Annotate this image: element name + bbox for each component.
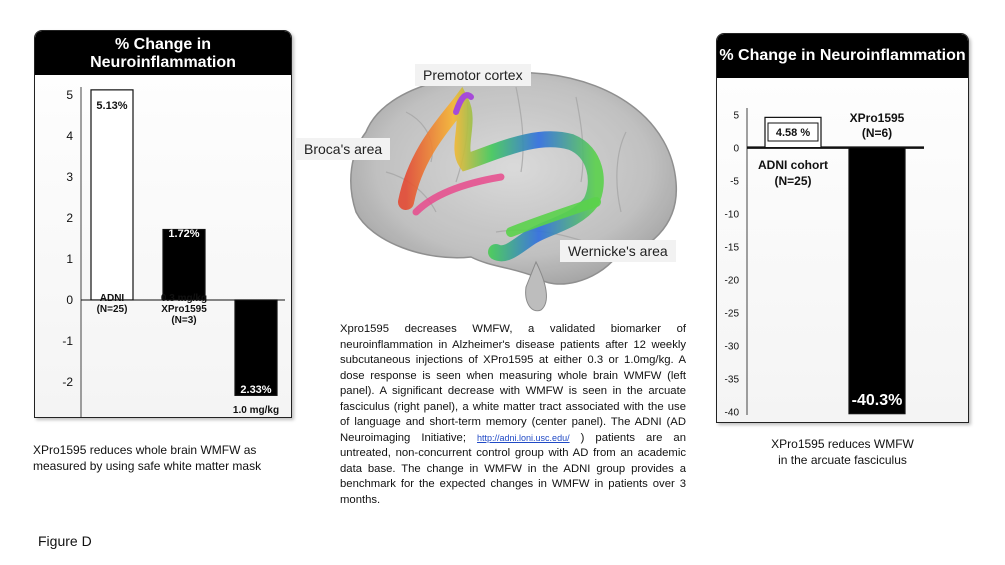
y-tick-label: 1 <box>66 252 73 266</box>
label-premotor-cortex: Premotor cortex <box>415 64 531 86</box>
category-label-0-0: ADNI <box>100 293 125 304</box>
y-tick-label: 2 <box>66 211 73 225</box>
right-bar-chart: 5 0 -5 -10 -15 -20 -25 -30 -35 -40 4.58 % ADNI coho… <box>725 108 924 419</box>
description-text-before-link: Xpro1595 decreases WMFW, a validated bio… <box>340 323 686 444</box>
right-chart-caption: XPro1595 reduces WMFW in the arcuate fas… <box>716 436 969 468</box>
value-label-1: -40.3% <box>852 392 903 409</box>
value-label-0: 5.13% <box>96 100 127 112</box>
value-label-2: 2.33% <box>240 384 271 396</box>
value-label-1: 1.72% <box>168 228 199 240</box>
description-paragraph: Xpro1595 decreases WMFW, a validated bio… <box>340 322 686 508</box>
y-tick-label: -25 <box>725 309 740 320</box>
y-tick-label: 0 <box>66 293 73 307</box>
y-tick-label: -5 <box>730 177 739 188</box>
y-tick-label: -10 <box>725 210 740 221</box>
category-label-1-0: XPro1595 <box>850 111 905 125</box>
category-label-2-0: 1.0 mg/kg <box>233 405 279 416</box>
adni-link[interactable]: http://adni.loni.usc.edu/ <box>477 432 570 443</box>
category-label-0-1: (N=25) <box>774 174 811 188</box>
label-broca-area: Broca's area <box>296 138 391 160</box>
y-tick-label: -15 <box>725 243 740 254</box>
y-tick-label: -30 <box>725 342 740 353</box>
bar-0 <box>90 89 134 301</box>
category-label-0-0: ADNI cohort <box>758 158 828 172</box>
brain-tractography-image <box>350 71 677 312</box>
left-chart-title: % Change in Neuroinflammation <box>35 31 291 75</box>
category-label-1-0: 0.3 mg/kg <box>161 293 207 304</box>
category-label-0-1: (N=25) <box>97 304 128 315</box>
y-tick-label: 4 <box>66 129 73 143</box>
category-label-2-1: XPro1595 <box>233 416 279 417</box>
category-label-1-1: (N=6) <box>862 126 892 140</box>
left-chart-title-line2: Neuroinflammation <box>90 54 236 71</box>
y-tick-label: 0 <box>733 144 739 155</box>
right-chart-panel: % Change in Neuroinflammation 5 0 -5 -10 -15… <box>716 33 969 423</box>
left-chart-caption: XPro1595 reduces whole brain WMFW as mea… <box>33 443 262 473</box>
y-tick-label: -3 <box>62 416 73 417</box>
figure-label: Figure D <box>38 533 92 549</box>
y-tick-label: -2 <box>62 375 73 389</box>
bar-2 <box>234 299 278 396</box>
left-chart-title-line1: % Change in <box>114 36 211 53</box>
left-bar-chart: 5 4 3 2 1 0 -1 -2 -3 5.13% ADNI(N=25) 1.72% 0.3 mg/k… <box>62 87 285 417</box>
y-tick-label: 5 <box>733 111 739 122</box>
bar-1 <box>848 147 906 415</box>
left-chart-panel: % Change in Neuroinflammation 5 4 3 2 1 0 -1 -2… <box>34 30 292 418</box>
y-tick-label: -40 <box>725 408 740 419</box>
right-chart-title: % Change in Neuroinflammation <box>717 34 968 78</box>
right-chart-caption-line2: in the arcuate fasciculus <box>778 453 907 467</box>
label-wernicke-area: Wernicke's area <box>560 240 676 262</box>
y-tick-label: -1 <box>62 334 73 348</box>
y-tick-label: -20 <box>725 276 740 287</box>
category-label-1-2: (N=3) <box>171 315 196 326</box>
value-label-0: 4.58 % <box>776 127 810 139</box>
bar-1 <box>162 228 206 301</box>
right-chart-caption-line1: XPro1595 reduces WMFW <box>771 437 914 451</box>
y-tick-label: 5 <box>66 88 73 102</box>
description-text-after-link: ) patients are an untreated, non-concurr… <box>340 431 686 506</box>
value-label-box-0 <box>767 122 819 142</box>
y-tick-label: -35 <box>725 375 740 386</box>
y-tick-label: 3 <box>66 170 73 184</box>
category-label-1-1: XPro1595 <box>161 304 207 315</box>
